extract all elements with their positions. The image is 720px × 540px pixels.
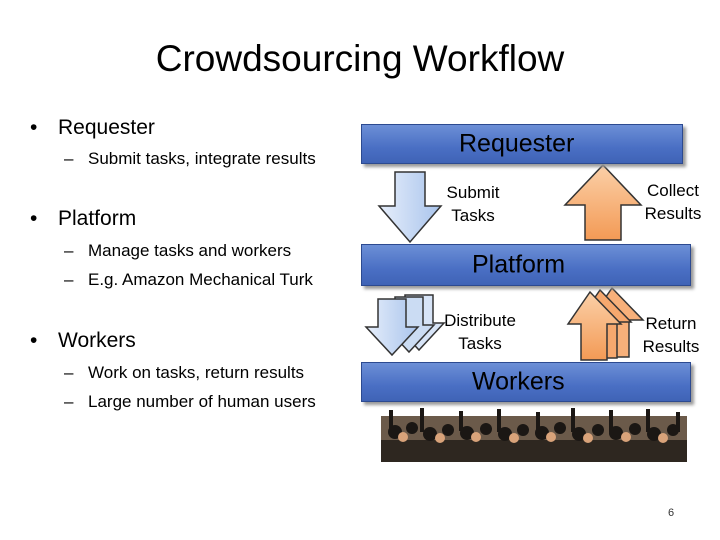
requester-band: Requester: [361, 124, 683, 164]
platform-band-label: Platform: [472, 250, 566, 279]
platform-band: Platform: [361, 244, 691, 286]
sub-bullet: –Large number of human users: [64, 392, 316, 411]
submit-tasks-arrow: [377, 171, 443, 244]
bullet-dot: •: [30, 207, 38, 230]
sub-bullet-text: Large number of human users: [88, 392, 316, 411]
label-line: Submit: [446, 183, 500, 202]
bullet-dot: •: [30, 116, 38, 139]
bullet-requester: • Requester: [30, 116, 155, 140]
sub-bullet-text: Manage tasks and workers: [88, 241, 292, 260]
sub-bullet-text: E.g. Amazon Mechanical Turk: [88, 270, 313, 289]
return-results-label: Return Results: [628, 313, 714, 359]
sub-bullet-text: Submit tasks, integrate results: [88, 149, 316, 168]
bullet-label: Requester: [58, 116, 155, 139]
bullet-label: Platform: [58, 207, 137, 230]
bullet-label: Workers: [58, 329, 136, 352]
label-line: Tasks: [451, 205, 495, 225]
sub-bullet: –E.g. Amazon Mechanical Turk: [64, 270, 313, 289]
sub-bullet-text: Work on tasks, return results: [88, 363, 305, 382]
sub-bullet: –Manage tasks and workers: [64, 241, 292, 260]
workers-band: Workers: [361, 362, 691, 402]
sub-bullet: –Work on tasks, return results: [64, 363, 305, 382]
slide-title: Crowdsourcing Workflow: [155, 38, 565, 79]
collect-results-arrow: [563, 163, 643, 241]
requester-band-label: Requester: [459, 129, 575, 158]
bullet-workers: • Workers: [30, 329, 136, 353]
distribute-tasks-label: Distribute Tasks: [432, 310, 528, 356]
distribute-tasks-arrows: [364, 294, 446, 357]
label-line: Tasks: [458, 333, 502, 353]
label-line: Collect: [647, 181, 699, 200]
submit-tasks-label: Submit Tasks: [430, 182, 516, 228]
return-results-arrows: [566, 286, 645, 361]
bullet-platform: • Platform: [30, 207, 136, 231]
label-line: Distribute: [444, 311, 516, 330]
label-line: Results: [644, 203, 702, 223]
page-number: 6: [668, 507, 675, 519]
crowd-image: [381, 408, 687, 462]
bullet-dot: •: [30, 329, 38, 352]
label-line: Results: [642, 336, 700, 356]
label-line: Return: [645, 314, 697, 333]
collect-results-label: Collect Results: [630, 180, 716, 226]
workers-band-label: Workers: [472, 367, 565, 396]
sub-bullet: –Submit tasks, integrate results: [64, 149, 316, 168]
